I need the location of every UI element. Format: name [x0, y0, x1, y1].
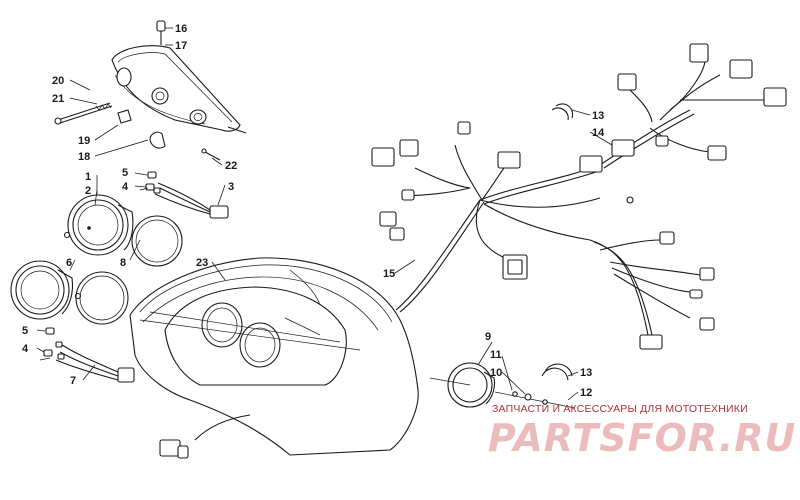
callout-12: 12	[580, 387, 592, 399]
callout-13-lower: 13	[580, 367, 592, 379]
callout-11: 11	[490, 349, 502, 361]
callout-leaders	[36, 27, 613, 401]
callout-3: 3	[228, 181, 234, 193]
bulb-socket	[117, 109, 166, 149]
callout-5-upper: 5	[122, 167, 128, 179]
harness-connectors	[371, 43, 787, 350]
callout-10: 10	[490, 367, 502, 379]
lower-gauge-harness	[39, 327, 135, 383]
callout-17: 17	[175, 40, 187, 52]
callout-18: 18	[78, 151, 90, 163]
callout-7: 7	[70, 375, 76, 387]
gauge-ring-upper	[131, 215, 183, 267]
callout-23: 23	[196, 257, 208, 269]
callout-numbers: 16 17 20 21 19 18 22 5 4 3 1 2 8 6 23 4 …	[22, 23, 605, 399]
callout-1: 1	[85, 171, 91, 183]
callout-15: 15	[383, 268, 395, 280]
callout-16: 16	[175, 23, 187, 35]
adjuster-bolt	[54, 102, 113, 125]
watermark-logo: PARTSFOR.RU	[488, 416, 797, 460]
harness-clip-upper	[551, 103, 574, 121]
gauge-ring-lower	[75, 271, 129, 325]
headlight-assembly	[111, 20, 247, 134]
screw	[201, 148, 221, 161]
callout-4-upper: 4	[122, 181, 129, 193]
callout-8: 8	[120, 257, 126, 269]
callout-9: 9	[485, 331, 491, 343]
callout-19: 19	[78, 135, 90, 147]
callout-5-lower: 5	[22, 325, 28, 337]
callout-21: 21	[52, 93, 64, 105]
callout-22: 22	[225, 160, 237, 172]
callout-6: 6	[66, 257, 72, 269]
small-gauge	[429, 362, 576, 409]
harness-clip-lower	[541, 363, 573, 381]
upper-gauge	[63, 194, 134, 256]
main-wiring-harness	[395, 59, 770, 336]
callout-20: 20	[52, 75, 64, 87]
callout-4-lower: 4	[22, 343, 29, 355]
watermark-tagline: ЗАПЧАСТИ И АКСЕССУАРЫ ДЛЯ МОТОТЕХНИКИ	[492, 403, 748, 415]
dash-bezel	[129, 257, 419, 456]
callout-14: 14	[592, 127, 605, 139]
callout-2: 2	[85, 185, 91, 197]
upper-gauge-harness	[139, 171, 229, 219]
bezel-wire	[159, 414, 251, 459]
lower-gauge	[10, 260, 82, 320]
callout-13-upper: 13	[592, 110, 604, 122]
